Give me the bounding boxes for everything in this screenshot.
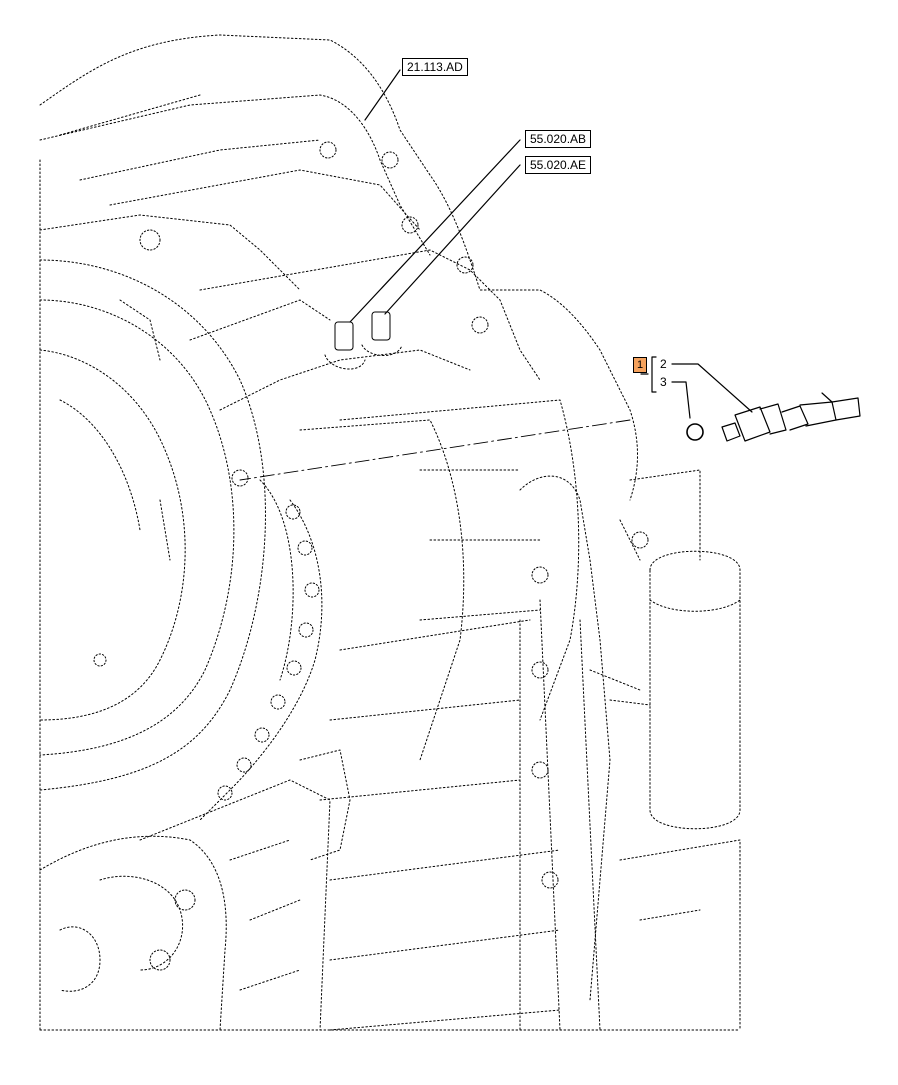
- reference-label-housing[interactable]: 21.113.AD: [402, 58, 468, 76]
- leader-lines: [239, 69, 753, 481]
- reference-label-connector-ae[interactable]: 55.020.AE: [525, 156, 592, 174]
- sensor-part: [686, 392, 861, 442]
- reference-label-connector-ab[interactable]: 55.020.AB: [525, 130, 592, 148]
- item-number-ring[interactable]: 3: [660, 375, 667, 389]
- item-group-badge[interactable]: 1: [633, 357, 648, 373]
- item-number-sensor[interactable]: 2: [660, 357, 667, 371]
- housing-outline: [39, 34, 741, 1031]
- rivet-beads: [93, 141, 649, 971]
- sensor-mounts: [324, 311, 403, 370]
